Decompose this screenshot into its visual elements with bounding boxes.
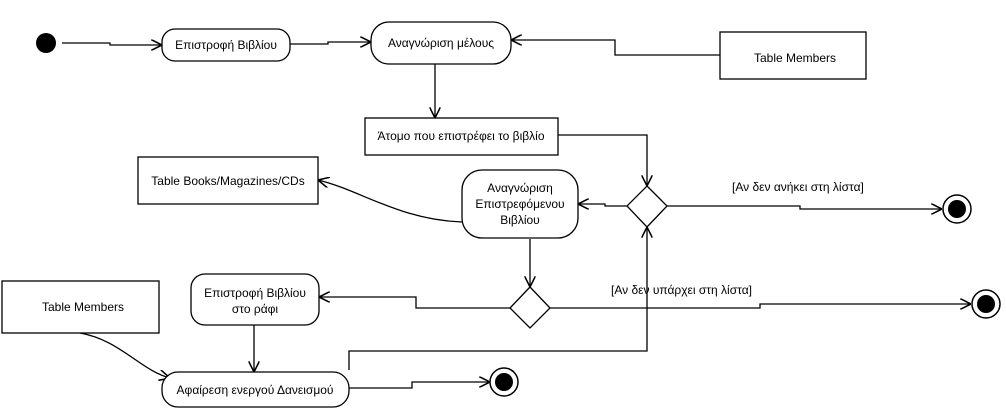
action-identify-book-line2: Επιστρεφόμενου [475,197,564,211]
action-identify-member [370,21,512,65]
action-identify-member-label: Αναγνώριση μέλους [388,36,494,50]
edge-remove-loan-to-decision1 [348,227,647,370]
edge-decision2-to-final2 [550,304,971,308]
action-return-book [161,28,291,62]
edge-return-to-identify-member [290,42,371,44]
object-person-returning-label: Άτομο που επιστρέφει το βιβλίο [378,129,545,143]
edge-table-members-to-identify-member [511,40,720,56]
edge-decision1-to-final1 [667,206,942,209]
final-node-2 [971,289,1001,319]
object-table-members-top [719,31,867,80]
edge-remove-loan-to-final3 [349,382,490,389]
action-return-to-shelf-line2: στο ράφι [232,302,279,316]
action-return-to-shelf-line1: Επιστροφή Βιβλίου [204,286,306,300]
object-person-returning [364,117,559,156]
edge-decision2-to-return-shelf [319,297,510,309]
edge-decision1-to-identify-book [578,204,627,206]
edge-person-to-decision1 [558,134,647,186]
edge-identify-book-to-table-books [318,180,463,223]
initial-node [36,33,56,53]
edge-start-to-return [62,43,162,45]
final-node-3 [489,367,519,397]
object-table-members-top-label: Table Members [754,51,836,65]
guard-not-exists-in-list: [Αν δεν υπάρχει στη λίστα] [611,283,752,297]
decision-node-2 [509,286,551,329]
object-table-books-label: Table Books/Magazines/CDs [151,174,304,188]
object-table-members-left [1,280,160,334]
action-remove-loan-label: Αφαίρεση ενεργού Δανεισμού [177,383,334,397]
final-node-1 [942,194,972,224]
guard-not-in-list: [Αν δεν ανήκει στη λίστα] [732,180,864,194]
action-identify-book [461,169,579,239]
action-return-book-label: Επιστροφή Βιβλίου [175,38,277,52]
action-return-to-shelf [190,273,320,326]
object-table-members-left-label: Table Members [42,300,124,314]
object-table-books [137,156,319,205]
edge-table-members-to-remove-loan [79,332,170,378]
action-identify-book-line1: Αναγνώριση [487,181,553,195]
decision-node-1 [626,185,668,228]
action-identify-book-line3: Βιβλίου [500,213,539,227]
action-remove-loan [161,371,350,408]
